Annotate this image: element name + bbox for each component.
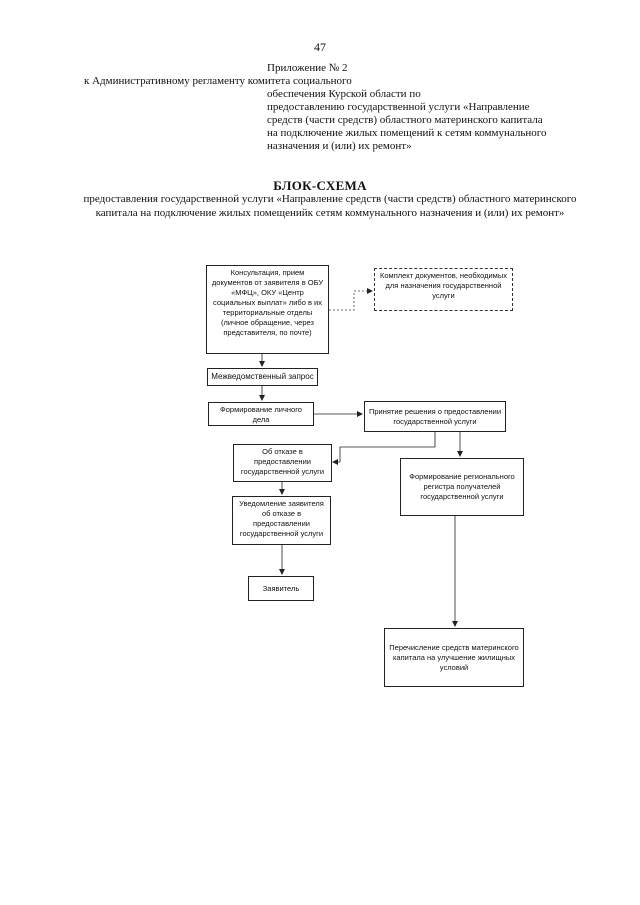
box-personal-file: Формирование личного дела [208,402,314,426]
box-consultation: Консультация, прием документов от заявит… [206,265,329,354]
box-refusal: Об отказе в предоставлении государственн… [233,444,332,482]
page-number: 47 [314,40,326,54]
appendix-line: средств (части средств) областного матер… [267,114,543,126]
appendix-title: Приложение № 2 [267,62,348,74]
box-regional-register: Формирование регионального регистра полу… [400,458,524,516]
connector-docs [329,288,373,311]
box-documents-set: Комплект документов, необходимых для наз… [374,268,513,311]
connector-refusal [332,432,436,465]
appendix-line: к Административному регламенту комитета … [84,75,352,87]
box-interagency-request: Межведомственный запрос [207,368,318,386]
box-refusal-notice: Уведомление заявителя об отказе в предос… [232,496,331,545]
document-title: БЛОК-СХЕМА [273,178,367,193]
appendix-line: на подключение жилых помещений к сетям к… [267,127,547,139]
document-subtitle: предоставления государственной услуги «Н… [83,193,577,219]
box-transfer: Перечисление средств материнского капита… [384,628,524,687]
appendix-line: предоставлению государственной услуги «Н… [267,101,530,113]
box-decision: Принятие решения о предоставлении госуда… [364,401,506,432]
appendix-line: обеспечения Курской области по [267,88,421,100]
appendix-line: назначения и (или) их ремонт» [267,140,412,152]
box-applicant: Заявитель [248,576,314,601]
